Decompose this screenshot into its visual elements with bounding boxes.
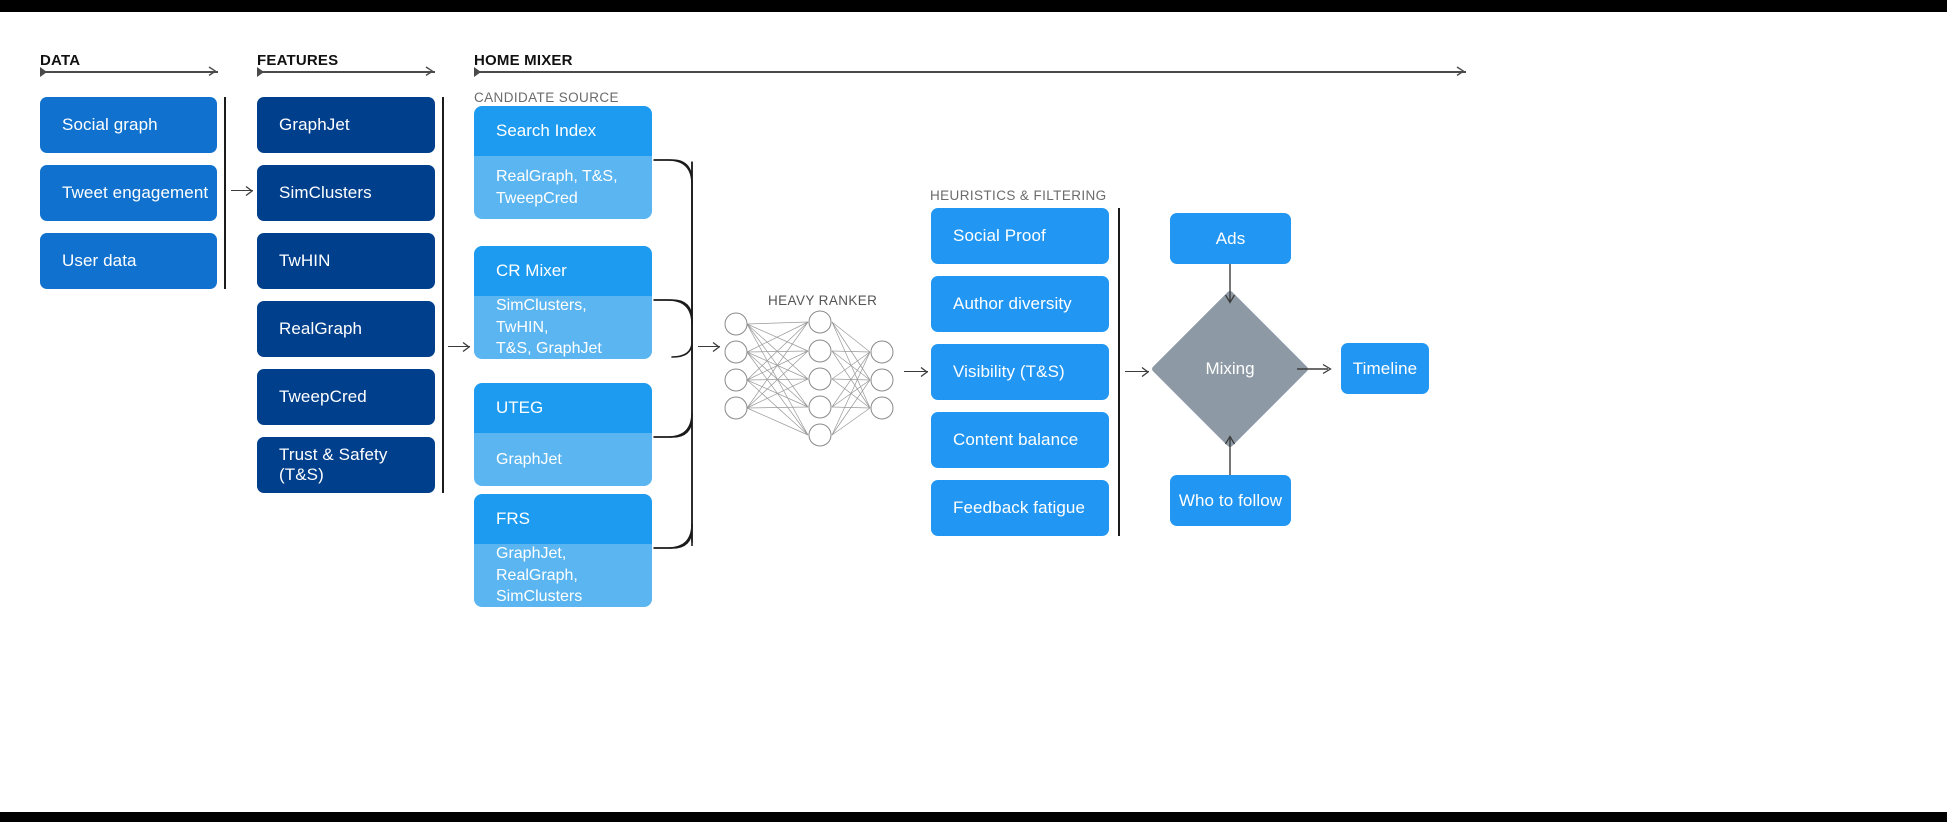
candidate-source-features: SimClusters, TwHIN, T&S, GraphJet <box>474 296 652 359</box>
feature-card-simclusters[interactable]: SimClusters <box>257 165 435 221</box>
card-label: SimClusters <box>279 183 372 202</box>
section-arrow-features <box>257 66 435 77</box>
divider-data-features <box>224 97 226 289</box>
candidate-source-name: FRS <box>474 494 652 544</box>
candidate-source-uteg[interactable]: UTEG GraphJet <box>474 383 652 486</box>
connector-data-to-features <box>231 185 254 197</box>
card-label: User data <box>62 251 137 270</box>
feature-card-tweepcred[interactable]: TweepCred <box>257 369 435 425</box>
subsection-title-heuristics: HEURISTICS & FILTERING <box>930 188 1107 203</box>
card-label: Visibility (T&S) <box>953 362 1065 381</box>
candidate-source-features: RealGraph, T&S, TweepCred <box>474 156 652 219</box>
card-label: Tweet engagement <box>62 183 209 202</box>
heavy-ranker-label: HEAVY RANKER <box>768 293 878 308</box>
card-label: Social Proof <box>953 226 1046 245</box>
card-label: Feedback fatigue <box>953 498 1086 517</box>
heuristic-card-feedback-fatigue[interactable]: Feedback fatigue <box>931 480 1109 536</box>
feature-card-realgraph[interactable]: RealGraph <box>257 301 435 357</box>
heuristic-card-visibility[interactable]: Visibility (T&S) <box>931 344 1109 400</box>
candidate-source-name: Search Index <box>474 106 652 156</box>
card-label: GraphJet <box>279 115 350 134</box>
heuristic-card-content-balance[interactable]: Content balance <box>931 412 1109 468</box>
section-arrow-home-mixer <box>474 66 1466 77</box>
card-label: Social graph <box>62 115 158 134</box>
candidate-source-features: GraphJet <box>474 433 652 486</box>
card-label: TwHIN <box>279 251 331 270</box>
candidate-source-features: GraphJet, RealGraph, SimClusters <box>474 544 652 607</box>
output-card-ads[interactable]: Ads <box>1170 213 1291 264</box>
section-title-home-mixer: HOME MIXER <box>474 52 573 69</box>
divider-heuristics-mixing <box>1118 208 1120 536</box>
candidate-source-frs[interactable]: FRS GraphJet, RealGraph, SimClusters <box>474 494 652 607</box>
subsection-title-candidate-source: CANDIDATE SOURCE <box>474 90 619 105</box>
data-card-tweet-engagement[interactable]: Tweet engagement <box>40 165 217 221</box>
card-label: Ads <box>1215 228 1246 248</box>
card-label: Trust & Safety (T&S) <box>279 445 388 484</box>
card-label: RealGraph <box>279 319 363 338</box>
card-label: Content balance <box>953 430 1079 449</box>
section-title-data: DATA <box>40 52 81 69</box>
heuristic-card-social-proof[interactable]: Social Proof <box>931 208 1109 264</box>
feature-card-twhin[interactable]: TwHIN <box>257 233 435 289</box>
heuristic-card-author-diversity[interactable]: Author diversity <box>931 276 1109 332</box>
candidate-source-name: UTEG <box>474 383 652 433</box>
card-label: Who to follow <box>1178 490 1283 510</box>
data-card-user-data[interactable]: User data <box>40 233 217 289</box>
candidate-source-name: CR Mixer <box>474 246 652 296</box>
section-arrow-data <box>40 66 218 77</box>
feature-card-graphjet[interactable]: GraphJet <box>257 97 435 153</box>
mixing-label: Mixing <box>1205 359 1255 378</box>
card-label: Author diversity <box>953 294 1072 313</box>
data-card-social-graph[interactable]: Social graph <box>40 97 217 153</box>
card-label: Timeline <box>1352 358 1418 378</box>
card-label: TweepCred <box>279 387 367 406</box>
connector-ranker-to-heuristics <box>904 366 929 378</box>
output-card-timeline[interactable]: Timeline <box>1341 343 1429 394</box>
output-card-who-to-follow[interactable]: Who to follow <box>1170 475 1291 526</box>
candidate-source-search-index[interactable]: Search Index RealGraph, T&S, TweepCred <box>474 106 652 219</box>
connector-features-to-candidate-source <box>448 341 471 353</box>
divider-features-home-mixer <box>442 97 444 493</box>
connector-heuristics-to-mixing <box>1125 366 1150 378</box>
connector-candidate-source-to-ranker <box>698 341 721 353</box>
diagram-canvas: DATA FEATURES HOME MIXER CANDIDATE SOURC… <box>0 12 1947 812</box>
section-title-features: FEATURES <box>257 52 339 69</box>
candidate-source-cr-mixer[interactable]: CR Mixer SimClusters, TwHIN, T&S, GraphJ… <box>474 246 652 359</box>
feature-card-trust-safety[interactable]: Trust & Safety (T&S) <box>257 437 435 493</box>
